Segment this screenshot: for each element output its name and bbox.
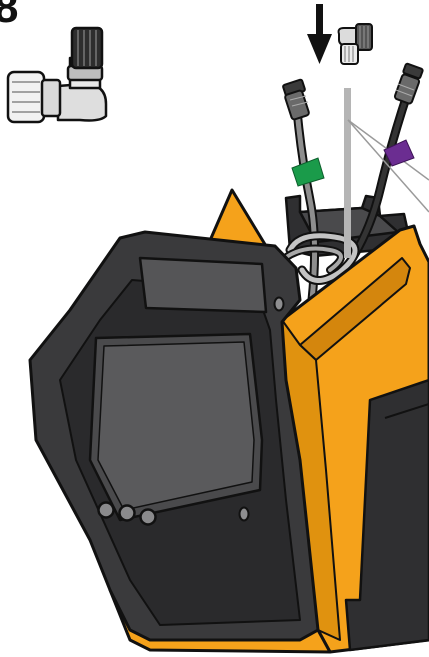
elbow-fitting-large-icon — [8, 28, 106, 122]
cable-connector-left-icon — [283, 79, 310, 120]
cable-connector-right-icon — [394, 63, 423, 104]
screw-icon — [275, 298, 284, 311]
control-button-3[interactable] — [141, 510, 156, 525]
elbow-fitting-small-icon — [339, 24, 372, 64]
screw-icon — [240, 508, 249, 521]
control-button-1[interactable] — [99, 503, 114, 518]
green-cable-tag — [292, 158, 324, 186]
insert-arrow-icon — [307, 4, 332, 64]
control-button-2[interactable] — [120, 506, 135, 521]
